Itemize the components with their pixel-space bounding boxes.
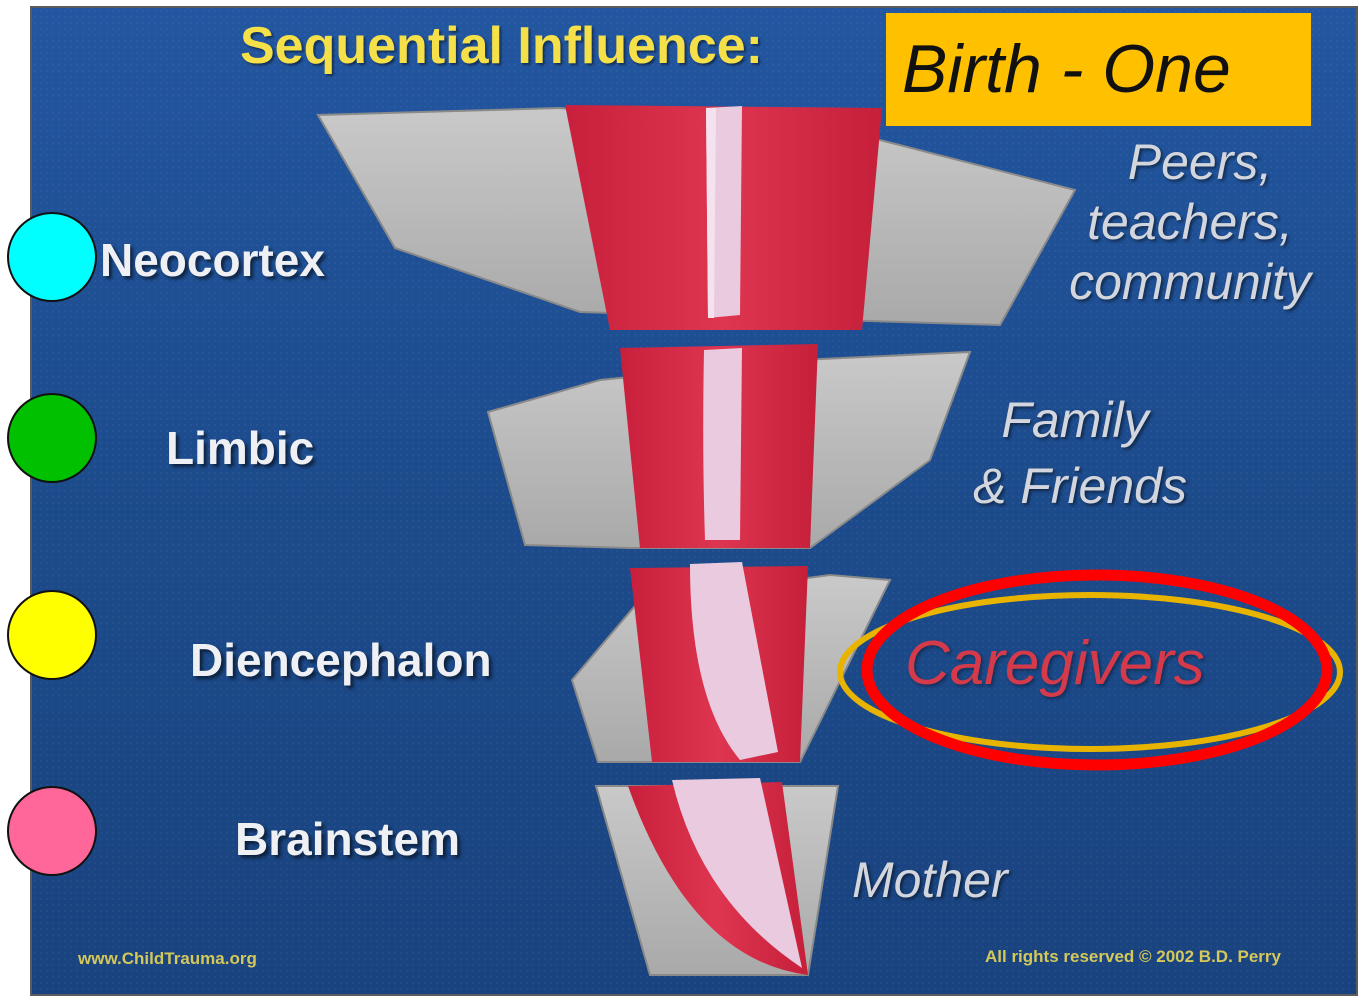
stage-label: Birth - One [902,30,1231,108]
influence-limbic-line-2: & Friends [945,458,1215,514]
limbic-slab [488,344,970,548]
slide-title: Sequential Influence: [240,16,763,76]
influence-neocortex-line-3: community [1060,254,1320,310]
region-label-neocortex: Neocortex [100,233,325,287]
influence-brainstem: Mother [852,852,1008,908]
marker-dot-cyan [7,212,97,302]
influence-limbic-line-1: Family [970,392,1180,448]
neocortex-slab [318,105,1075,330]
footer-copyright: All rights reserved © 2002 B.D. Perry [985,947,1281,967]
marker-dot-yellow [7,590,97,680]
region-label-limbic: Limbic [166,421,314,475]
influence-neocortex-line-2: teachers, [1060,194,1320,250]
footer-website: www.ChildTrauma.org [78,949,257,969]
influence-diencephalon: Caregivers [905,628,1205,699]
region-label-diencephalon: Diencephalon [190,633,492,687]
influence-neocortex-line-1: Peers, [1100,134,1300,190]
marker-dot-green [7,393,97,483]
region-label-brainstem: Brainstem [235,812,460,866]
marker-dot-pink [7,786,97,876]
brainstem-slab [596,778,838,975]
